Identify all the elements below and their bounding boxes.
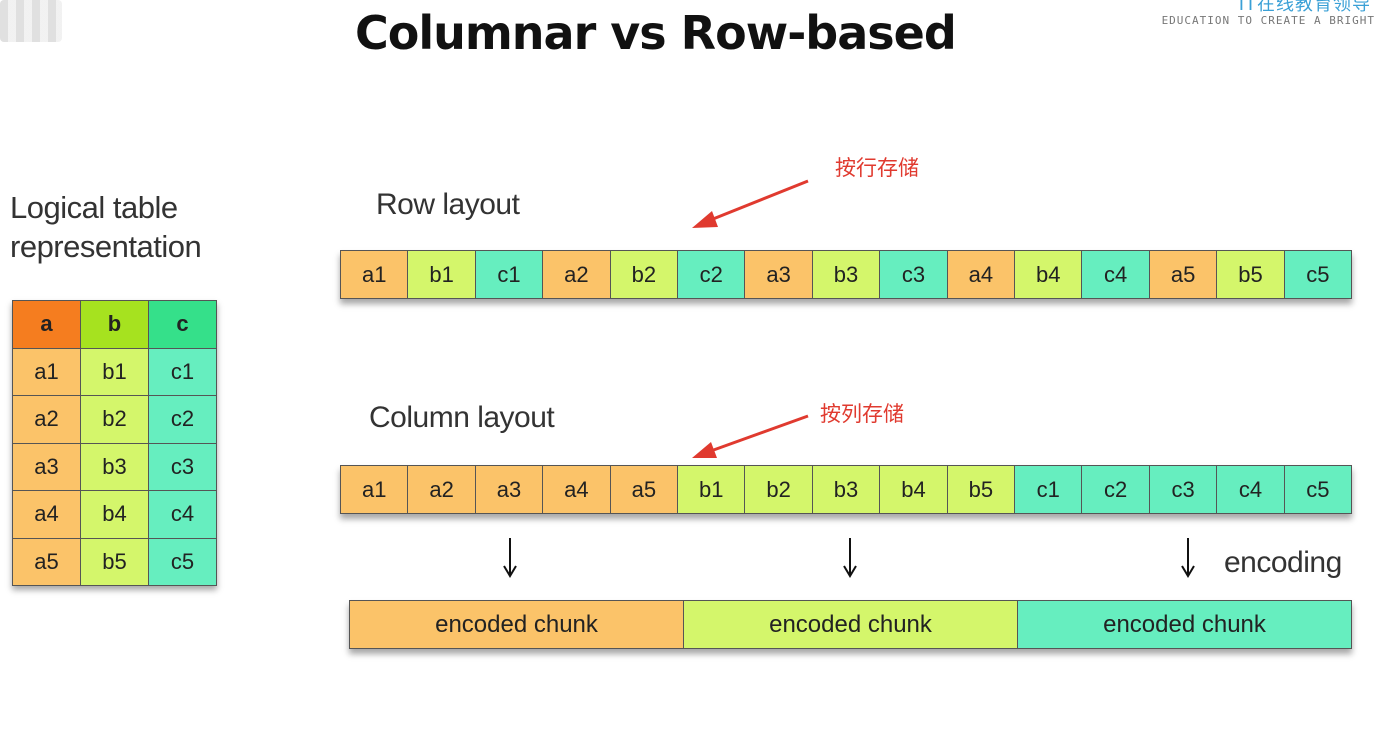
strip-cell: a5 [1149, 251, 1218, 298]
strip-cell: c1 [1015, 466, 1083, 513]
table-cell: b1 [80, 347, 149, 396]
strip-cell: c2 [1082, 466, 1150, 513]
strip-cell: b2 [610, 251, 679, 298]
strip-cell: a1 [341, 466, 409, 513]
strip-cell: b1 [408, 251, 476, 298]
table-cell: c1 [148, 347, 217, 396]
strip-cell: b2 [745, 466, 813, 513]
logical-label-line1: Logical table [10, 190, 178, 225]
strip-cell: b5 [1217, 251, 1285, 298]
strip-cell: b4 [1015, 251, 1083, 298]
strip-cell: a4 [947, 251, 1016, 298]
strip-cell: a2 [408, 466, 476, 513]
table-cell: b3 [80, 442, 149, 491]
table-cell: a2 [12, 395, 81, 444]
table-row: a1 b1 c1 [12, 347, 217, 396]
row-storage-annotation: 按行存储 [835, 156, 919, 180]
down-arrow-icon [503, 538, 517, 578]
logical-label-line2: representation [10, 229, 202, 264]
table-row: a4 b4 c4 [12, 490, 217, 539]
strip-cell: c5 [1284, 251, 1352, 298]
column-layout-label: Column layout [369, 401, 555, 434]
table-cell: c2 [148, 395, 217, 444]
strip-cell: a3 [475, 466, 544, 513]
strip-cell: a3 [745, 251, 813, 298]
down-arrow-icon [1181, 538, 1195, 578]
strip-cell: a1 [341, 251, 409, 298]
table-cell: b5 [80, 537, 149, 586]
header-cell-b: b [80, 300, 149, 349]
encoding-label: encoding [1224, 546, 1342, 579]
header-cell-c: c [148, 300, 217, 349]
strip-cell: c2 [678, 251, 746, 298]
page-title: Columnar vs Row-based [355, 6, 957, 60]
table-row: a2 b2 c2 [12, 395, 217, 444]
logical-table-header-row: a b c [12, 300, 217, 349]
table-cell: a3 [12, 442, 81, 491]
table-cell: a5 [12, 537, 81, 586]
strip-cell: c3 [1149, 466, 1218, 513]
brand-tagline: IT在线教育领导 [1238, 0, 1371, 15]
table-cell: c5 [148, 537, 217, 586]
row-layout-label: Row layout [376, 188, 520, 221]
column-annotation-arrow-icon [692, 414, 809, 458]
strip-cell: c1 [475, 251, 544, 298]
strip-cell: c5 [1284, 466, 1352, 513]
strip-cell: c3 [880, 251, 948, 298]
logo [0, 0, 62, 42]
strip-cell: c4 [1082, 251, 1150, 298]
table-cell: b4 [80, 490, 149, 539]
logical-table: a b c a1 b1 c1 a2 b2 c2 a3 b3 c3 a4 b4 c… [12, 300, 217, 586]
table-cell: b2 [80, 395, 149, 444]
strip-cell: b3 [812, 466, 881, 513]
encoded-chunk: encoded chunk [350, 601, 684, 648]
table-row: a3 b3 c3 [12, 442, 217, 491]
table-cell: c4 [148, 490, 217, 539]
table-cell: a1 [12, 347, 81, 396]
strip-cell: a5 [610, 466, 679, 513]
strip-cell: a4 [543, 466, 611, 513]
brand-subtitle: EDUCATION TO CREATE A BRIGHT [1161, 14, 1375, 27]
strip-cell: b5 [947, 466, 1016, 513]
column-storage-annotation: 按列存储 [820, 402, 904, 426]
table-cell: a4 [12, 490, 81, 539]
row-annotation-arrow-icon [692, 179, 809, 228]
strip-cell: b4 [880, 466, 948, 513]
strip-cell: b1 [678, 466, 746, 513]
header-cell-a: a [12, 300, 81, 349]
strip-cell: a2 [543, 251, 611, 298]
strip-cell: b3 [812, 251, 881, 298]
down-arrow-icon [843, 538, 857, 578]
table-row: a5 b5 c5 [12, 537, 217, 586]
table-cell: c3 [148, 442, 217, 491]
strip-cell: c4 [1217, 466, 1285, 513]
encoded-chunk: encoded chunk [684, 601, 1018, 648]
logical-table-label: Logical table representation [10, 188, 202, 266]
encoded-chunk: encoded chunk [1018, 601, 1351, 648]
